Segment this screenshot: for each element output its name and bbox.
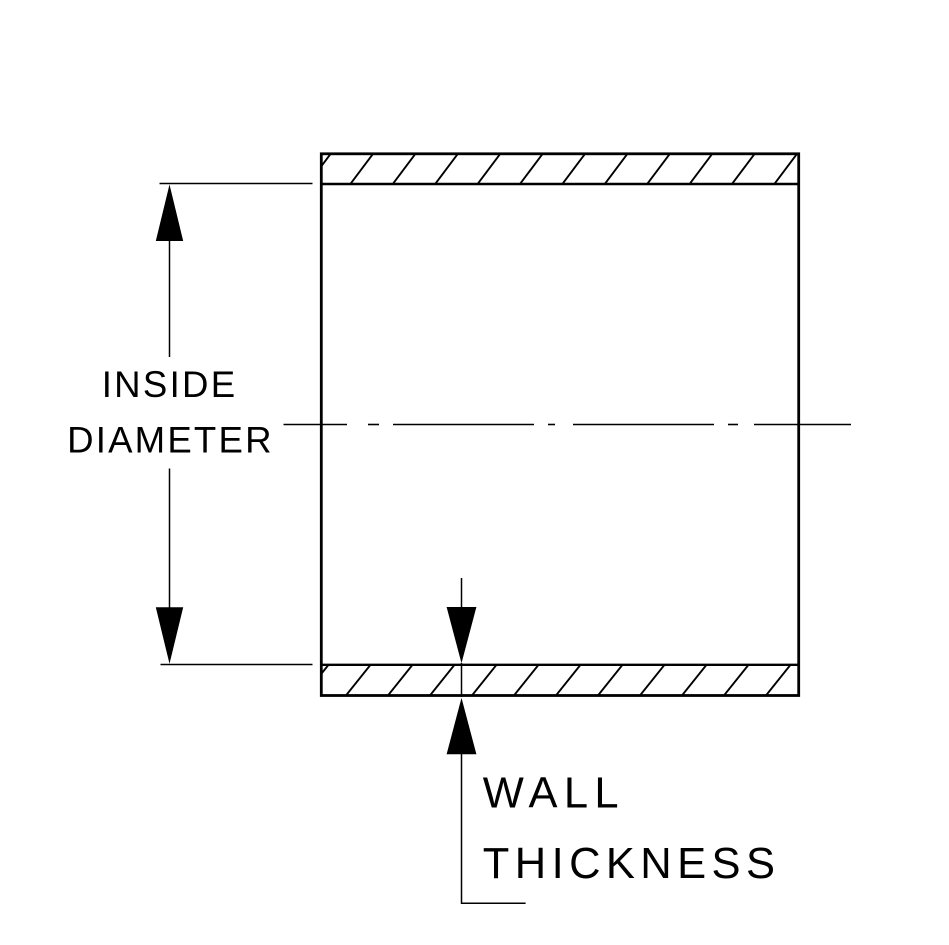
svg-text:DIAMETER: DIAMETER [67, 420, 274, 461]
svg-text:WALL: WALL [483, 770, 625, 818]
svg-text:THICKNESS: THICKNESS [483, 840, 781, 888]
svg-text:INSIDE: INSIDE [102, 364, 238, 405]
